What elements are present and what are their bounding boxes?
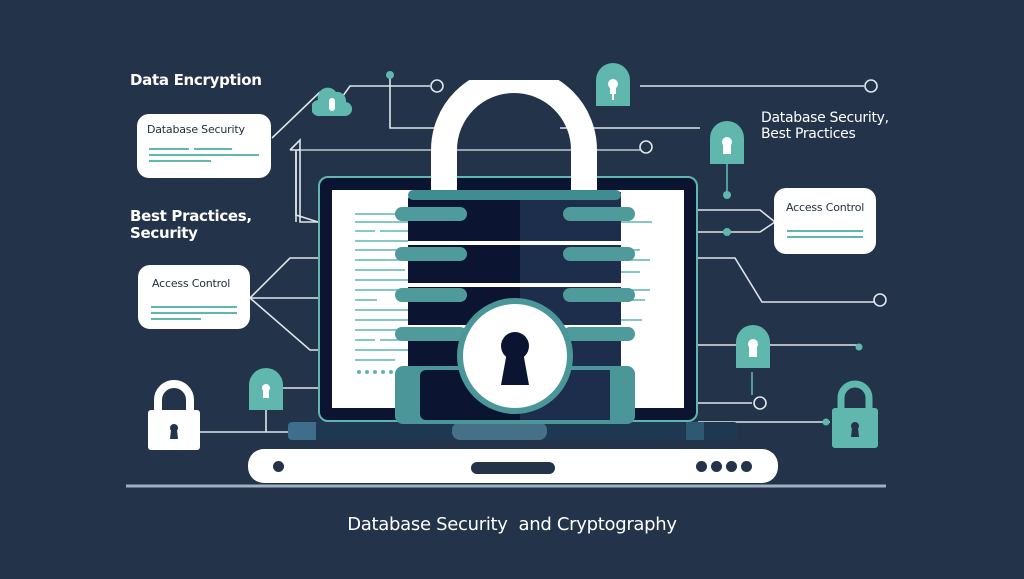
base-dot [273, 461, 284, 472]
label-best-practices-security: Best Practices, Security [130, 207, 252, 242]
keyhole-badge-icon [249, 368, 283, 410]
cloud-lock-icon [312, 87, 352, 117]
keyhole-badge-icon [596, 63, 630, 106]
database-lock-icon [395, 80, 635, 424]
padlock-icon [148, 380, 200, 450]
card-database-security: Database Security [137, 114, 271, 178]
label-data-encryption: Data Encryption [130, 71, 262, 89]
keyhole-badge-icon [736, 325, 770, 368]
base-slot [471, 462, 555, 474]
card-access-control-right: Access Control [774, 188, 876, 254]
label-database-security-best-practices: Database Security, Best Practices [761, 110, 889, 142]
padlock-icon [832, 380, 878, 448]
document-lines [355, 213, 415, 374]
card-access-control-left: Access Control [138, 265, 250, 329]
keyhole-badge-icon [710, 121, 744, 164]
page-title: Database Security and Cryptography [347, 514, 677, 535]
